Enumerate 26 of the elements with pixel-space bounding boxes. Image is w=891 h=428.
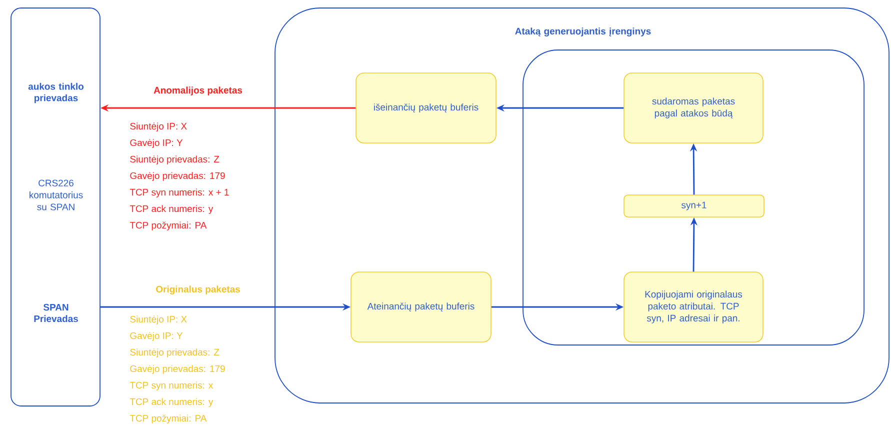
port-label: SPAN Prievadas: [34, 304, 78, 322]
edge-label: Anomalijos paketas: [152, 86, 244, 96]
device-title: Ataką generuojantis įrenginys: [515, 28, 651, 36]
packet-field: Siuntėjo prievadas: Z: [130, 156, 220, 164]
packet-field: TCP požymiai: PA: [130, 414, 207, 424]
packet-field: Gavėjo prievadas: 179: [130, 365, 225, 374]
port-label: aukos tinklo prievadas: [28, 82, 84, 104]
packet-field: Gavėjo IP: Y: [130, 139, 183, 148]
buffer-box: Ateinančių paketų buferis: [350, 272, 492, 342]
process-box: Kopijuojami originalaus paketo atributai. TCP syn, IP adresai ir pan.: [624, 272, 764, 342]
process-box: syn+1: [624, 194, 764, 218]
process-box: sudaromas paketas pagal atakos būdą: [624, 72, 764, 144]
packet-field: TCP požymiai: PA: [130, 222, 207, 230]
edge-label: Originalus paketas: [154, 284, 242, 296]
packet-field: TCP ack numeris: y: [130, 205, 214, 214]
switch-label: CRS226 komutatorius su SPAN: [30, 180, 83, 210]
packet-field: Siuntėjo prievadas: Z: [130, 348, 220, 358]
packet-field: Siuntėjo IP: X: [130, 122, 187, 132]
packet-field: TCP ack numeris: y: [130, 398, 214, 407]
packet-field: TCP syn numeris: x: [130, 382, 214, 390]
packet-field: Gavėjo prievadas: 179: [130, 172, 225, 181]
packet-field: TCP syn numeris: x + 1: [130, 188, 229, 198]
container-frame: [522, 50, 864, 346]
packet-field: Siuntėjo IP: X: [130, 316, 187, 324]
buffer-box: išeinančių paketų buferis: [356, 72, 496, 144]
packet-field: Gavėjo IP: Y: [130, 332, 183, 341]
